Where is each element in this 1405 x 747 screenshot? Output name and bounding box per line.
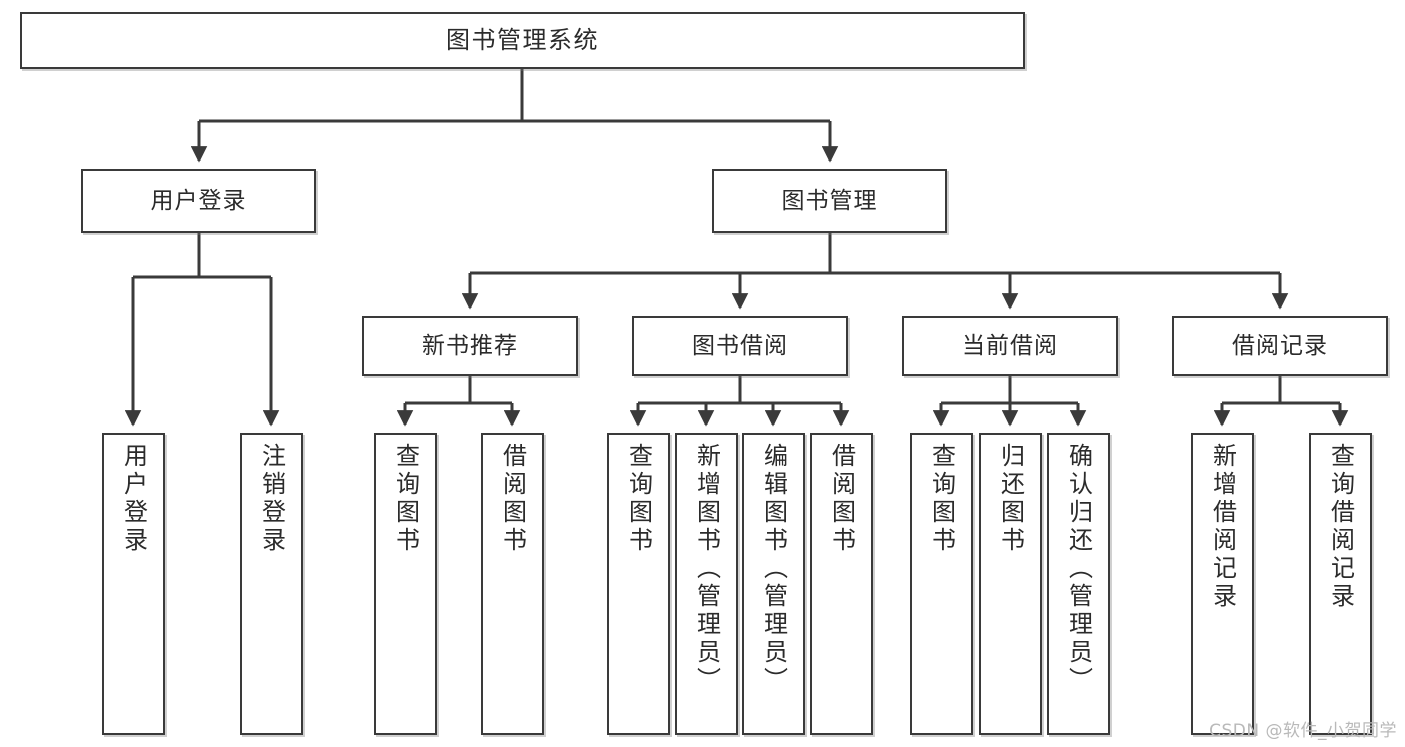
node-leaf-logout[interactable]: 注销登录 <box>240 433 303 735</box>
node-label: 查询借阅记录 <box>1326 443 1355 611</box>
node-leaf-query-book-borrow[interactable]: 查询图书 <box>607 433 670 735</box>
node-user-login[interactable]: 用户登录 <box>81 169 316 233</box>
node-label: 用户登录 <box>119 443 148 555</box>
node-leaf-query-book-current[interactable]: 查询图书 <box>910 433 973 735</box>
node-label: 查询图书 <box>624 443 653 555</box>
node-borrow-record[interactable]: 借阅记录 <box>1172 316 1388 376</box>
node-leaf-borrow-book-new[interactable]: 借阅图书 <box>481 433 544 735</box>
node-label: 当前借阅 <box>962 332 1058 359</box>
node-label: 借阅图书 <box>498 443 527 555</box>
node-label: 确认归还（管理员） <box>1064 443 1093 695</box>
node-label: 图书借阅 <box>692 332 788 359</box>
node-leaf-query-borrow-record[interactable]: 查询借阅记录 <box>1309 433 1372 735</box>
node-book-borrow[interactable]: 图书借阅 <box>632 316 848 376</box>
watermark: CSDN @软件_小贺同学 <box>1209 721 1397 741</box>
node-label: 图书管理 <box>781 187 878 214</box>
node-label: 借阅记录 <box>1232 332 1328 359</box>
node-leaf-query-book-new[interactable]: 查询图书 <box>374 433 437 735</box>
node-leaf-edit-book-admin[interactable]: 编辑图书（管理员） <box>742 433 805 735</box>
node-label: 新书推荐 <box>422 332 518 359</box>
node-leaf-borrow-book[interactable]: 借阅图书 <box>810 433 873 735</box>
node-label: 编辑图书（管理员） <box>759 443 788 695</box>
node-new-book-recommend[interactable]: 新书推荐 <box>362 316 578 376</box>
node-label: 用户登录 <box>150 187 247 214</box>
node-label: 注销登录 <box>257 443 286 555</box>
node-leaf-return-book[interactable]: 归还图书 <box>979 433 1042 735</box>
node-current-borrow[interactable]: 当前借阅 <box>902 316 1118 376</box>
node-label: 图书管理系统 <box>446 25 599 54</box>
node-root-book-management-system[interactable]: 图书管理系统 <box>20 12 1025 69</box>
node-label: 查询图书 <box>927 443 956 555</box>
node-label: 借阅图书 <box>827 443 856 555</box>
node-leaf-user-login[interactable]: 用户登录 <box>102 433 165 735</box>
node-label: 归还图书 <box>996 443 1025 555</box>
node-leaf-add-borrow-record[interactable]: 新增借阅记录 <box>1191 433 1254 735</box>
node-leaf-confirm-return-admin[interactable]: 确认归还（管理员） <box>1047 433 1110 735</box>
node-book-management[interactable]: 图书管理 <box>712 169 947 233</box>
node-label: 查询图书 <box>391 443 420 555</box>
node-leaf-add-book-admin[interactable]: 新增图书（管理员） <box>675 433 738 735</box>
node-label: 新增图书（管理员） <box>692 443 721 695</box>
node-label: 新增借阅记录 <box>1208 443 1237 611</box>
